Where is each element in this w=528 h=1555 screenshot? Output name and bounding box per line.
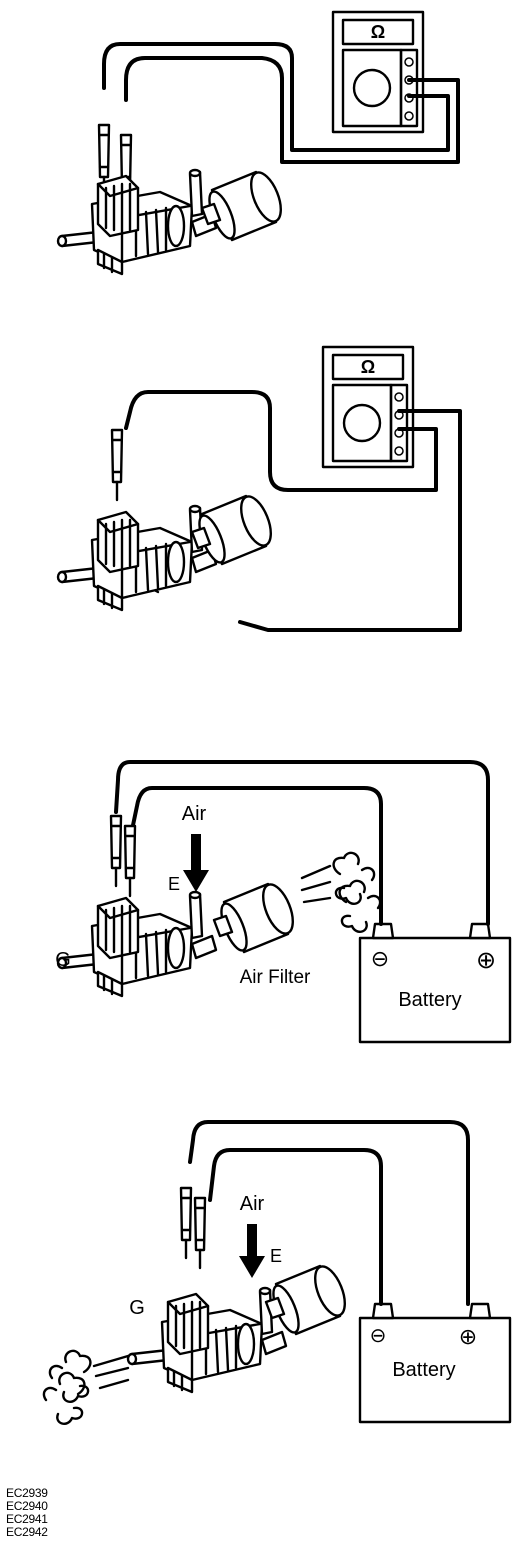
air-arrow: Air [239,1193,265,1278]
ohmmeter: Ω [321,345,415,469]
port-e-label: E [168,874,180,894]
figure-1-resistance-check: Ω [56,10,460,276]
vacuum-switching-valve [126,1286,288,1394]
port-g-label: G [129,1297,145,1319]
vacuum-switching-valve [56,504,218,612]
positive-terminal: ⊕ [476,947,496,974]
ohm-symbol: Ω [371,22,385,42]
air-label: Air [240,1193,265,1215]
figure-codes: EC2939 EC2940 EC2941 EC2942 [6,1487,48,1539]
ohm-symbol: Ω [361,357,375,377]
air-arrow: Air [182,803,209,892]
negative-terminal: ⊖ [370,1325,387,1347]
vacuum-switching-valve [56,890,218,998]
figure-2-ground-check: Ω [56,345,462,632]
air-label: Air [182,803,207,825]
probe-leads [92,390,462,632]
probe-leads [97,42,460,207]
air-filter-label: Air Filter [240,967,311,988]
air-filter [264,1261,353,1337]
battery: Battery ⊖ ⊕ [358,922,512,1044]
figure-4-operation-deenergized: Battery ⊖ ⊕ Air E G [42,1120,512,1425]
air-puff-icon [300,851,382,933]
battery: Battery ⊖ ⊕ [358,1302,512,1424]
figure-code: EC2942 [6,1525,48,1539]
figure-code: EC2941 [6,1512,48,1526]
port-g-label: G [55,949,71,971]
negative-terminal: ⊖ [371,946,389,971]
figure-3-operation-energized: Battery ⊖ ⊕ Air E G Air Filter [55,760,512,1044]
battery-leads [179,1120,470,1306]
ohmmeter: Ω [331,10,425,134]
figure-code: EC2940 [6,1499,48,1513]
air-filter [200,167,289,243]
air-filter [212,879,301,955]
battery-leads [109,760,490,926]
air-puff-icon [42,1349,130,1425]
figure-code: EC2939 [6,1486,48,1500]
port-e-label: E [270,1246,282,1266]
positive-terminal: ⊕ [459,1324,477,1349]
battery-label: Battery [392,1359,455,1381]
battery-label: Battery [398,989,461,1011]
vacuum-switching-valve [56,168,218,276]
